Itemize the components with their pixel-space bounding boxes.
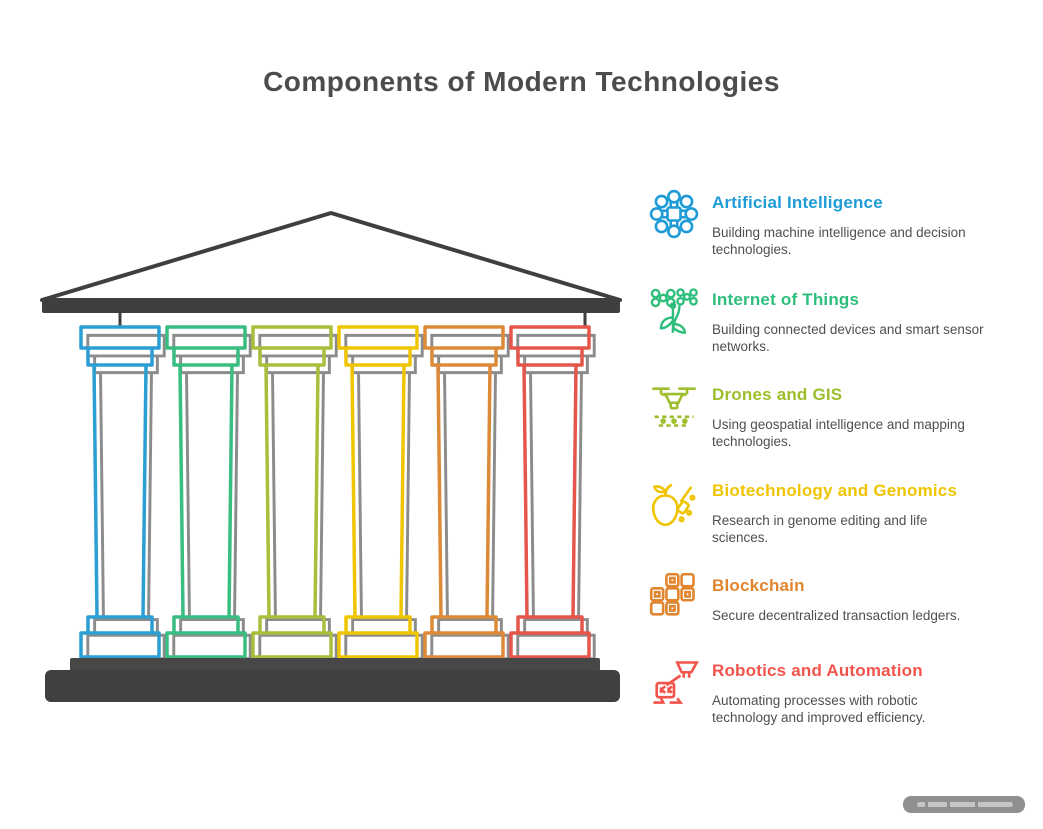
- legend-label: Artificial Intelligence: [712, 193, 883, 212]
- legend-item-drones-and-gis: Drones and GIS Using geospatial intellig…: [648, 380, 984, 450]
- biotech-fruit-icon: [648, 476, 700, 528]
- ai-brain-chip-icon: [648, 188, 700, 240]
- legend-description: Research in genome editing and life scie…: [712, 513, 928, 545]
- legend-description: Using geospatial intelligence and mappin…: [712, 417, 965, 449]
- legend-description: Building connected devices and smart sen…: [712, 322, 984, 354]
- pillar-2: [165, 325, 252, 661]
- legend-label: Internet of Things: [712, 290, 860, 309]
- legend-item-blockchain: Blockchain Secure decentralized transact…: [648, 571, 984, 624]
- legend-description: Secure decentralized transaction ledgers…: [712, 608, 961, 623]
- iot-network-plant-icon: [648, 285, 700, 337]
- legend-label: Drones and GIS: [712, 385, 843, 404]
- pillar-4: [337, 325, 424, 661]
- legend-label: Biotechnology and Genomics: [712, 481, 958, 500]
- watermark-badge: [903, 796, 1025, 813]
- pillars: [79, 325, 596, 661]
- page-title: Components of Modern Technologies: [263, 66, 780, 97]
- pillar-6: [509, 325, 596, 661]
- temple-diagram: [40, 211, 622, 702]
- pillar-1: [79, 325, 166, 661]
- legend-description: Automating processes with robotic techno…: [712, 693, 926, 725]
- drone-mapping-icon: [648, 380, 700, 432]
- pediment-roof: [40, 211, 622, 326]
- legend-label: Blockchain: [712, 576, 805, 595]
- blockchain-blocks-icon: [648, 571, 700, 623]
- robotic-arm-icon: [648, 656, 700, 708]
- legend-item-artificial-intelligence: Artificial Intelligence Building machine…: [648, 188, 984, 258]
- pillar-5: [423, 325, 510, 661]
- legend-label: Robotics and Automation: [712, 661, 923, 680]
- legend-item-robotics-and-automation: Robotics and Automation Automating proce…: [648, 656, 984, 726]
- legend-item-internet-of-things: Internet of Things Building connected de…: [648, 285, 984, 355]
- base-platform: [45, 658, 620, 702]
- legend-description: Building machine intelligence and decisi…: [712, 225, 966, 257]
- legend-item-biotechnology-and-genomics: Biotechnology and Genomics Research in g…: [648, 476, 984, 546]
- pillar-3: [251, 325, 338, 661]
